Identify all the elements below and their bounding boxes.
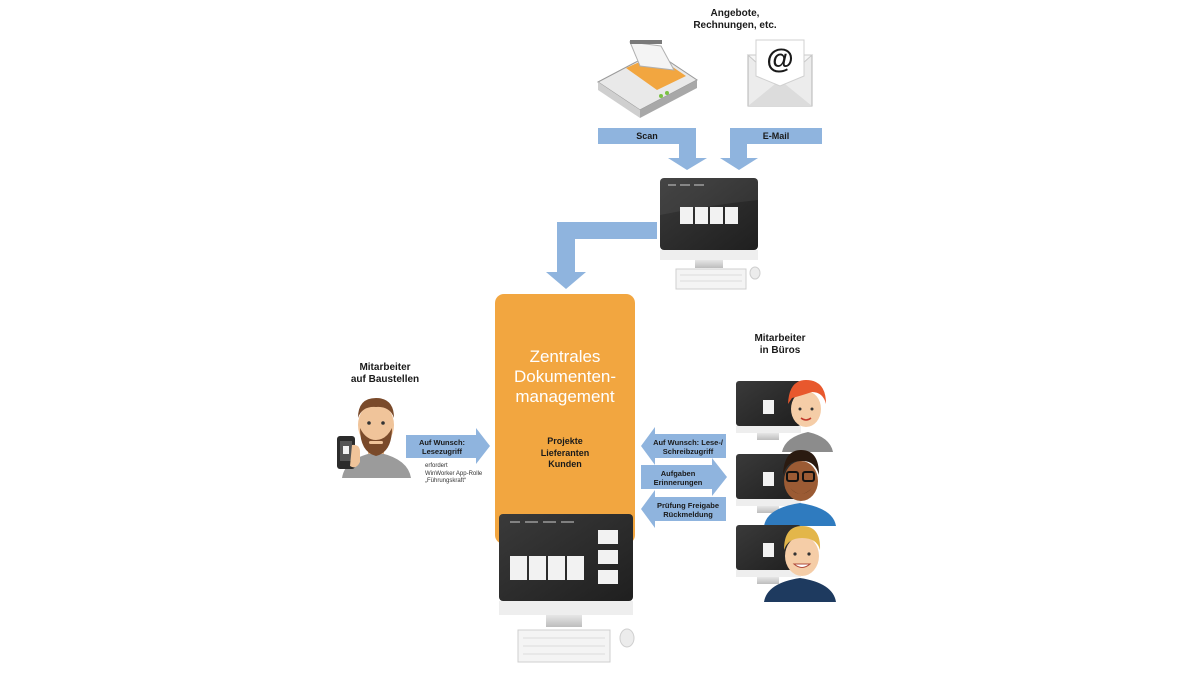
- office-worker-1-avatar: [736, 380, 833, 452]
- office-workers-heading: Mitarbeiter in Büros: [754, 333, 806, 356]
- dms-monitor: [499, 514, 635, 663]
- scanner-to-dms-arrow: [546, 222, 657, 289]
- at-sign-icon: @: [766, 43, 794, 74]
- office-review-arrow: [641, 490, 726, 528]
- site-worker-avatar: [337, 398, 411, 478]
- email-envelope-icon: [746, 39, 814, 107]
- scan-label: Scan: [636, 131, 658, 141]
- scan-arrow: [598, 128, 707, 170]
- office-worker-3-avatar: [736, 525, 836, 602]
- dms-title: Zentrales Dokumenten- management: [513, 347, 617, 406]
- office-access-label: Auf Wunsch: Lese-/ Schreibzugriff: [653, 438, 723, 456]
- email-arrow: [720, 128, 822, 170]
- dms-panel: [495, 294, 635, 544]
- site-access-label: Auf Wunsch: Lesezugriff: [418, 438, 466, 456]
- office-tasks-label: Aufgaben Erinnerungen: [653, 469, 703, 487]
- dms-items: Projekte Lieferanten Kunden: [540, 436, 590, 469]
- sources-heading: Angebote, Rechnungen, etc.: [693, 8, 777, 31]
- office-tasks-arrow: [641, 458, 727, 496]
- site-worker-heading: Mitarbeiter auf Baustellen: [350, 362, 420, 385]
- email-label: E-Mail: [762, 131, 790, 141]
- office-review-label: Prüfung Freigabe Rückmeldung: [656, 501, 720, 519]
- office-worker-2-avatar: [736, 450, 836, 526]
- site-access-arrow: [406, 428, 490, 464]
- office-access-arrow: [641, 427, 726, 465]
- scanner-icon: [597, 40, 698, 118]
- site-worker-note: erfordert WinWorker App-Rolle „Führungsk…: [425, 463, 483, 484]
- intake-monitor: [660, 178, 761, 290]
